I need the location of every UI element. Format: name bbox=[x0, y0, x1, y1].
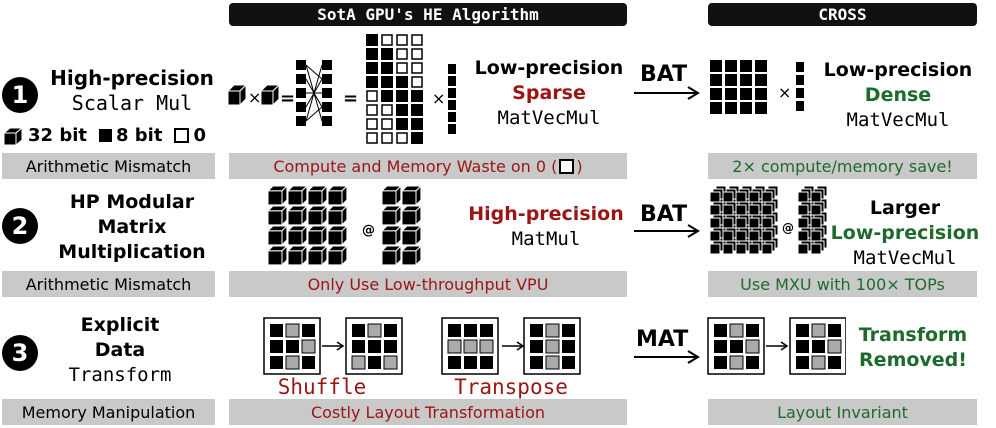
row3-cross-diagram bbox=[707, 317, 846, 375]
row1-category-bar: Arithmetic Mismatch bbox=[2, 153, 215, 179]
arrow-right-icon bbox=[502, 341, 525, 351]
arrow-right-icon bbox=[634, 224, 700, 238]
row1-sota-diagram: × = = × bbox=[226, 34, 456, 144]
layout-matrix bbox=[441, 317, 499, 375]
step-1-badge: 1 bbox=[2, 77, 38, 113]
cube-icon bbox=[226, 83, 248, 107]
sota-header: SotA GPU's HE Algorithm bbox=[229, 3, 627, 26]
stacked-matrix bbox=[797, 186, 828, 255]
row3-caption-transpose: Transpose bbox=[454, 375, 568, 399]
row3-sota-diagram bbox=[263, 317, 581, 375]
vector bbox=[796, 62, 804, 111]
row3-cross-desc: Transform Removed! bbox=[858, 324, 968, 371]
cross-header: CROSS bbox=[708, 3, 977, 26]
svg-text:=: = bbox=[280, 88, 295, 109]
row2-label: HP Modular Matrix Multiplication bbox=[58, 191, 206, 263]
row3-category-bar: Memory Manipulation bbox=[2, 399, 215, 425]
row3-caption-shuffle: Shuffle bbox=[277, 375, 367, 399]
svg-text:×: × bbox=[432, 89, 445, 108]
row1-cross-diagram: × bbox=[710, 60, 804, 114]
row2-sota-diagram: @ bbox=[266, 184, 423, 267]
cube-matrix bbox=[380, 184, 423, 267]
row3-sota-bar: Costly Layout Transformation bbox=[229, 399, 627, 425]
dense-matrix bbox=[710, 60, 767, 114]
row2-sota-desc: High-precision MatMul bbox=[468, 203, 624, 250]
layout-matrix bbox=[789, 317, 846, 375]
stacked-matrix bbox=[709, 186, 779, 255]
row1-sota-desc: Low-precision Sparse MatVecMul bbox=[474, 57, 624, 129]
layout-matrix bbox=[523, 317, 581, 375]
row2-op-label: BAT bbox=[640, 202, 688, 227]
arrow-right-icon bbox=[322, 341, 345, 351]
row3-label: Explicit Data Transform bbox=[68, 314, 172, 386]
butterfly-network bbox=[296, 60, 332, 126]
arrow-right-icon bbox=[634, 86, 700, 100]
layout-matrix bbox=[345, 317, 403, 375]
vector bbox=[448, 64, 456, 134]
svg-text:@: @ bbox=[782, 221, 794, 235]
svg-text:@: @ bbox=[362, 223, 375, 238]
sparse-matrix bbox=[366, 34, 423, 144]
row2-cross-desc: Larger Low-precision MatVecMul bbox=[830, 197, 980, 269]
cube-icon bbox=[259, 83, 281, 107]
row1-cross-desc: Low-precision Dense MatVecMul bbox=[823, 59, 973, 131]
step-2-badge: 2 bbox=[2, 208, 38, 244]
svg-text:×: × bbox=[248, 88, 261, 107]
row1-cross-bar: 2× compute/memory save! bbox=[708, 153, 977, 179]
empty-square-icon bbox=[559, 158, 575, 174]
row2-sota-bar: Only Use Low-throughput VPU bbox=[229, 271, 627, 297]
layout-matrix bbox=[707, 317, 765, 375]
row1-label: High-precision Scalar Mul bbox=[50, 66, 214, 115]
svg-text:=: = bbox=[343, 88, 358, 109]
cube-matrix bbox=[266, 184, 349, 267]
bitwidth-legend: 32 bit 8 bit 0 bbox=[2, 125, 206, 146]
row1-sota-bar: Compute and Memory Waste on 0 () bbox=[229, 153, 627, 179]
row2-cross-bar: Use MXU with 100× TOPs bbox=[708, 271, 977, 297]
layout-matrix bbox=[263, 317, 321, 375]
filled-square-icon bbox=[98, 129, 112, 142]
arrow-right-icon bbox=[766, 341, 789, 351]
row2-category-bar: Arithmetic Mismatch bbox=[2, 271, 215, 297]
row1-op-label: BAT bbox=[640, 62, 688, 87]
row3-op-label: MAT bbox=[636, 327, 689, 352]
arrow-right-icon bbox=[634, 350, 700, 364]
row2-cross-diagram: @ bbox=[709, 186, 828, 255]
row3-cross-bar: Layout Invariant bbox=[708, 399, 977, 425]
empty-square-icon bbox=[174, 128, 190, 143]
svg-text:×: × bbox=[778, 83, 791, 102]
cube-icon bbox=[2, 126, 24, 146]
step-3-badge: 3 bbox=[2, 335, 38, 371]
